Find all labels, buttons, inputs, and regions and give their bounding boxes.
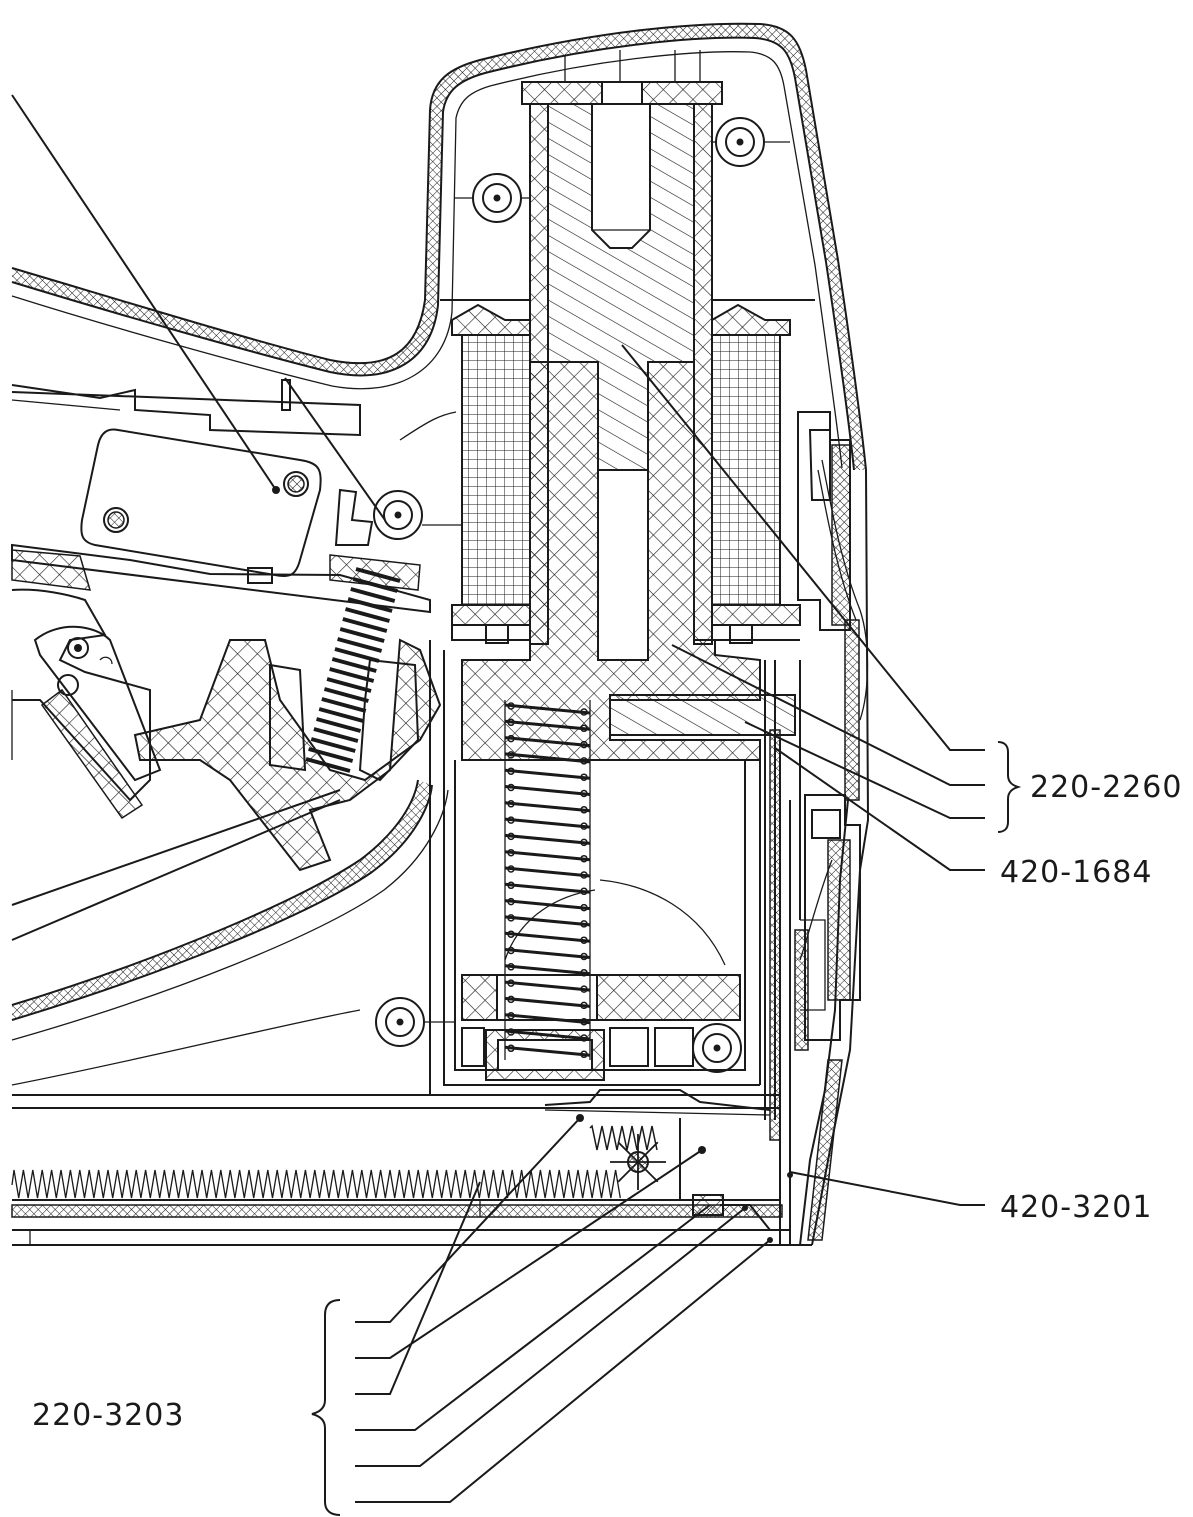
switch-spring <box>305 567 401 773</box>
right-contact-assembly <box>794 411 869 1051</box>
screw-boss-mid <box>373 490 462 540</box>
star-wheel <box>610 1134 666 1190</box>
brace-220-3203 <box>311 1299 341 1516</box>
bottom-long-spring <box>11 1169 621 1199</box>
bottom-mechanism <box>544 1089 793 1243</box>
screw-boss-lower-left <box>375 997 455 1047</box>
screw-boss-top-left <box>455 173 530 223</box>
callout-labels: 220-2260 420-1684 420-3201 220-3203 <box>32 770 1182 1433</box>
lower-housing <box>429 640 791 1245</box>
solenoid-assembly <box>373 50 815 1073</box>
label-420-1684: 420-1684 <box>1000 855 1152 890</box>
screw-boss-top-right <box>712 117 790 167</box>
label-220-2260: 220-2260 <box>1030 770 1182 805</box>
brace-220-2260 <box>997 741 1022 833</box>
label-420-3201: 420-3201 <box>1000 1190 1152 1225</box>
leader-lines <box>11 94 985 1503</box>
outer-housing <box>11 22 870 1246</box>
return-spring <box>504 700 591 1060</box>
screw-boss-lower-right <box>692 1023 742 1073</box>
bottom-short-spring <box>589 1124 658 1151</box>
label-220-3203: 220-3203 <box>32 1398 184 1433</box>
pawl-lever <box>11 588 162 820</box>
